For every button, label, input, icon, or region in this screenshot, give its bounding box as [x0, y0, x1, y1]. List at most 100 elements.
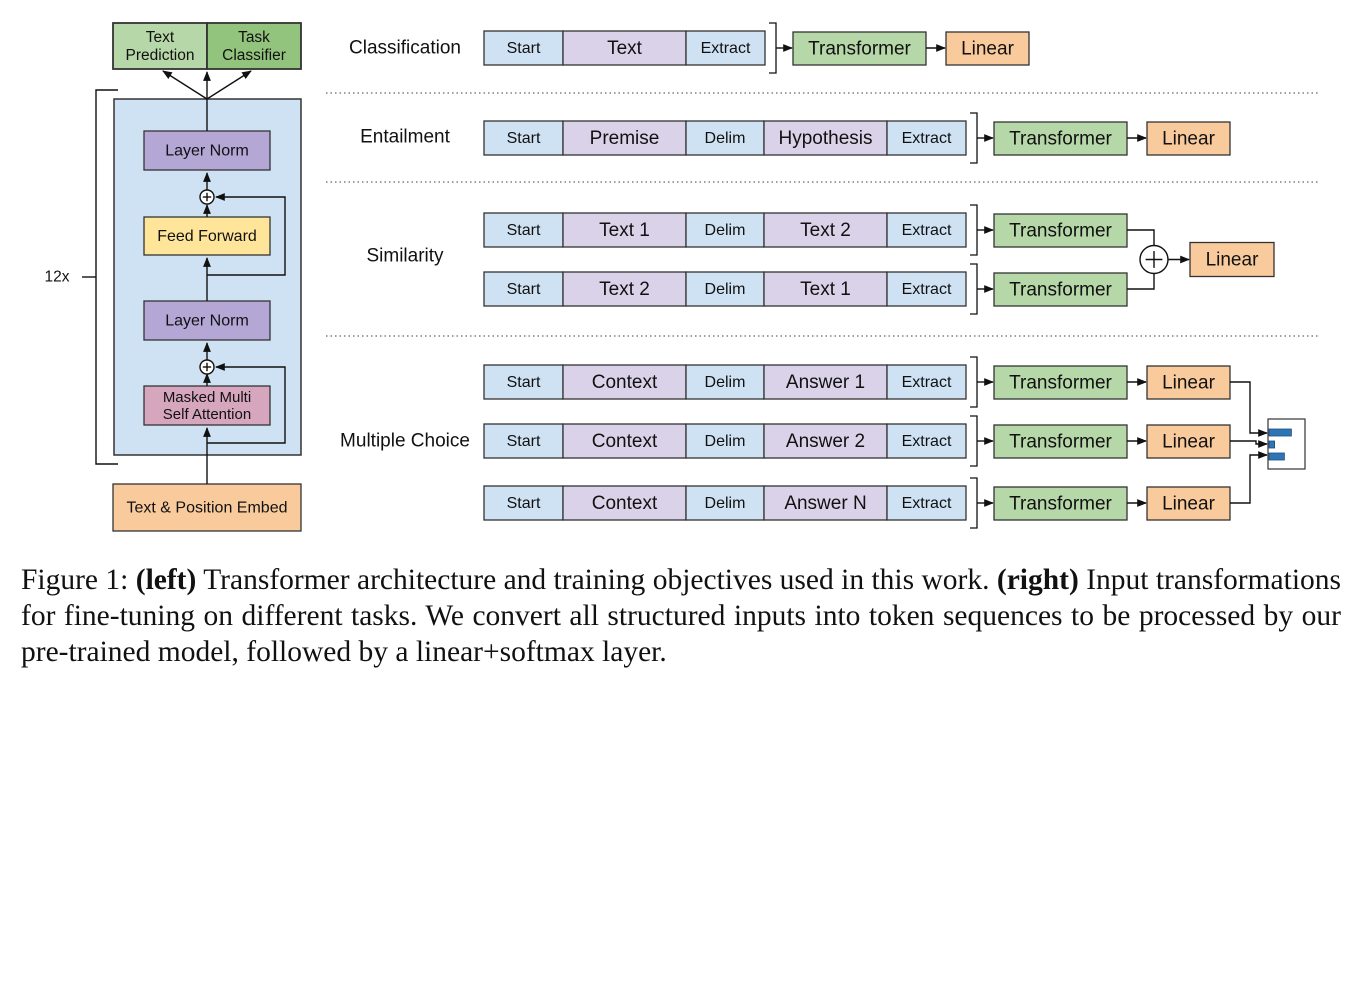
similarity-row1-transformer-label: Transformer	[1009, 220, 1112, 241]
similarity-merge-line-1	[1127, 229, 1155, 246]
multiple-choice-row1-token-start	[483, 364, 564, 400]
similarity-row2-token-text-1	[763, 271, 888, 307]
softmax-bar-3	[1268, 452, 1285, 461]
figure-caption: Figure 1: (left) Transformer architectur…	[21, 562, 1341, 670]
multiple-choice-row3-token-start-label: Start	[507, 495, 541, 512]
similarity-row2-token-extract	[886, 271, 967, 307]
multiple-choice-row1-token-context	[562, 364, 687, 400]
similarity-row2-token-start	[483, 271, 564, 307]
entailment-row1-token-premise-label: Premise	[590, 128, 660, 149]
multiple-choice-row3-token-start	[483, 485, 564, 521]
similarity-row2-transformer-label: Transformer	[1009, 279, 1112, 300]
multiple-choice-row1-bracket	[970, 356, 978, 408]
classification-row1-token-extract-label: Extract	[701, 40, 751, 57]
caption-text-1: Transformer architecture and training ob…	[203, 564, 990, 596]
entailment-row1-token-extract	[886, 120, 967, 156]
entailment-row1-token-hypothesis	[763, 120, 888, 156]
choice-2-to-softmax	[1230, 440, 1268, 448]
similarity-merge-line-2	[1127, 273, 1155, 290]
caption-right-tag: (right)	[996, 564, 1079, 596]
multiple-choice-task-label: Multiple Choice	[340, 431, 470, 452]
multiple-choice-row1-token-extract	[886, 364, 967, 400]
multiple-choice-row3-token-extract-label: Extract	[902, 495, 952, 512]
softmax-output-icon	[1267, 418, 1306, 470]
similarity-task-label: Similarity	[366, 246, 444, 267]
multiple-choice-row2-token-extract	[886, 423, 967, 459]
entailment-row1-token-delim-label: Delim	[705, 130, 746, 147]
softmax-bar-2	[1268, 440, 1275, 449]
multiple-choice-row2-linear	[1146, 424, 1231, 459]
entailment-row1-transformer-label: Transformer	[1009, 128, 1112, 149]
caption-text-2: Input transformations for fine-tuning on…	[21, 564, 1342, 668]
multiple-choice-row3-token-extract	[886, 485, 967, 521]
classification-task-label: Classification	[349, 38, 461, 59]
classification-row1-linear	[945, 31, 1030, 66]
multiple-choice-row1-token-start-label: Start	[507, 374, 541, 391]
softmax-bar-1	[1268, 428, 1292, 437]
layer-norm-top-box	[143, 130, 271, 171]
repeat-label: 12x	[45, 269, 70, 286]
multiple-choice-row3-token-delim	[685, 485, 765, 521]
layer-norm-bottom-box-label: Layer Norm	[165, 312, 249, 329]
classification-row1-token-start-label: Start	[507, 40, 541, 57]
entailment-row1-linear	[1146, 121, 1231, 156]
multiple-choice-row1-token-answer-1	[763, 364, 888, 400]
multiple-choice-row3-transformer-label: Transformer	[1009, 493, 1112, 514]
embed-box-label: Text & Position Embed	[127, 499, 288, 516]
similarity-row1-token-delim-label: Delim	[705, 222, 746, 239]
similarity-linear	[1189, 241, 1275, 278]
residual-skip-top	[207, 193, 286, 276]
similarity-row2-bracket	[970, 263, 978, 315]
entailment-row1-linear-label: Linear	[1162, 128, 1215, 149]
multiple-choice-row1-linear	[1146, 365, 1231, 400]
entailment-task-label: Entailment	[360, 127, 450, 148]
caption-left-tag: (left)	[135, 564, 197, 596]
classification-row1-bracket	[769, 22, 777, 74]
residual-skip-bottom	[207, 363, 286, 444]
similarity-row1-token-text-1	[562, 212, 687, 248]
caption-label: Figure 1:	[21, 564, 129, 596]
multiple-choice-row2-transformer-label: Transformer	[1009, 431, 1112, 452]
multiple-choice-row1-token-delim-label: Delim	[705, 374, 746, 391]
entailment-row1-transformer	[993, 121, 1128, 156]
multiple-choice-row1-token-context-label: Context	[592, 372, 658, 393]
similarity-row2-token-start-label: Start	[507, 281, 541, 298]
multiple-choice-row2-token-context-label: Context	[592, 431, 658, 452]
text-prediction-box	[112, 22, 208, 70]
similarity-row1-token-start	[483, 212, 564, 248]
multiple-choice-row3-token-context-label: Context	[592, 493, 658, 514]
multiple-choice-row2-token-extract-label: Extract	[902, 433, 952, 450]
classification-row1-token-text-label: Text	[607, 38, 643, 59]
similarity-row1-token-text-2-label: Text 2	[800, 220, 851, 241]
similarity-row1-token-text-2	[763, 212, 888, 248]
entailment-row1-bracket	[970, 112, 978, 164]
multiple-choice-row2-token-context	[562, 423, 687, 459]
multiple-choice-row2-token-start	[483, 423, 564, 459]
multiple-choice-row1-transformer-label: Transformer	[1009, 372, 1112, 393]
multiple-choice-row3-token-answer-n-label: Answer N	[784, 493, 866, 514]
similarity-linear-label: Linear	[1206, 249, 1259, 270]
multiple-choice-row1-token-answer-1-label: Answer 1	[786, 372, 865, 393]
classification-row1-token-extract	[685, 30, 766, 66]
multiple-choice-row2-bracket	[970, 415, 978, 467]
classification-row1-token-start	[483, 30, 564, 66]
similarity-row2-token-text-1-label: Text 1	[800, 279, 851, 300]
similarity-row1-transformer	[993, 213, 1128, 248]
similarity-row1-token-start-label: Start	[507, 222, 541, 239]
similarity-row2-token-text-2	[562, 271, 687, 307]
layer-norm-bottom-box	[143, 300, 271, 341]
layer-norm-top-box-label: Layer Norm	[165, 142, 249, 159]
multiple-choice-row2-token-delim-label: Delim	[705, 433, 746, 450]
multiple-choice-row1-token-extract-label: Extract	[902, 374, 952, 391]
entailment-row1-token-extract-label: Extract	[902, 130, 952, 147]
classification-row1-transformer-label: Transformer	[808, 38, 911, 59]
classification-row1-linear-label: Linear	[961, 38, 1014, 59]
classification-row1-transformer	[792, 31, 927, 66]
arrow-to-text-prediction	[162, 70, 208, 100]
arrow-to-task-classifier	[206, 70, 252, 100]
similarity-row1-token-text-1-label: Text 1	[599, 220, 650, 241]
similarity-row2-token-extract-label: Extract	[902, 281, 952, 298]
